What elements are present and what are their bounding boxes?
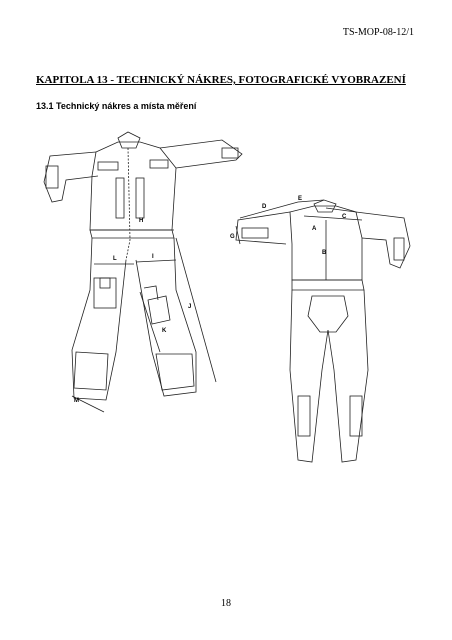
chapter-title: KAPITOLA 13 - TECHNICKÝ NÁKRES, FOTOGRAF… bbox=[36, 74, 406, 86]
measure-label-i: I bbox=[152, 254, 154, 260]
coverall-technical-drawing: H L I J K M bbox=[36, 120, 420, 486]
back-measure-labels: D E C A B G bbox=[230, 196, 347, 256]
section-title: 13.1 Technický nákres a místa měření bbox=[36, 101, 197, 111]
page-number: 18 bbox=[221, 598, 231, 609]
measure-label-j: J bbox=[188, 304, 191, 310]
measure-label-c: C bbox=[342, 214, 347, 220]
back-dimension-lines bbox=[235, 199, 363, 280]
measure-label-m: M bbox=[74, 398, 79, 404]
back-view-drawing bbox=[235, 199, 411, 463]
measure-label-g: G bbox=[230, 234, 235, 240]
measure-label-e: E bbox=[298, 196, 302, 202]
front-measure-labels: H L I J K M bbox=[74, 218, 191, 404]
measure-label-h: H bbox=[139, 218, 143, 224]
measure-label-k: K bbox=[162, 328, 167, 334]
front-dimension-lines bbox=[71, 229, 217, 413]
front-view-drawing bbox=[43, 131, 243, 401]
measure-label-d: D bbox=[262, 204, 267, 210]
measure-label-b: B bbox=[322, 250, 327, 256]
measure-label-a: A bbox=[312, 226, 317, 232]
measure-label-l: L bbox=[113, 256, 117, 262]
document-code: TS-MOP-08-12/1 bbox=[342, 27, 414, 38]
